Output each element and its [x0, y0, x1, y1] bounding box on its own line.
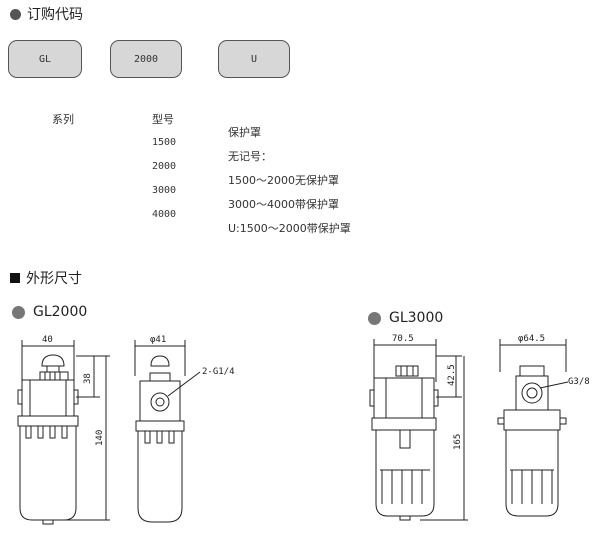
gl3000-name: GL3000 [389, 310, 444, 326]
code-box-series: GL [8, 40, 82, 78]
gl2000-width-label: 40 [42, 335, 53, 345]
square-bullet-icon [10, 273, 20, 283]
bullet-circle-icon [368, 311, 381, 325]
bullet-dot-icon [10, 8, 21, 20]
cover-title: 保护罩 [228, 126, 261, 139]
model-4000: 4000 [152, 209, 177, 220]
note-2: 3000～4000带保护罩 [228, 198, 339, 211]
gl3000-front-view [369, 339, 468, 521]
code-box-cover: U [218, 40, 290, 78]
note-3: U:1500～2000带保护罩 [228, 222, 351, 235]
gl2000-diameter-label: φ41 [150, 335, 166, 345]
gl2000-port-label: 2-G1/4 [202, 367, 235, 377]
note-1: 1500～2000无保护罩 [228, 174, 339, 187]
gl3000-top-height-label: 42.5 [447, 364, 457, 386]
code-box-model: 2000 [110, 40, 182, 78]
dimensions-heading: 外形尺寸 [10, 268, 82, 288]
gl2000-front-view [17, 340, 110, 525]
bullet-circle-icon [12, 305, 25, 319]
gl2000-name: GL2000 [33, 304, 88, 320]
gl3000-side-view [497, 339, 569, 517]
gl3000-diameter-label: φ64.5 [518, 334, 545, 344]
model-label: 型号 [152, 113, 174, 126]
gl3000-total-height-label: 165 [453, 434, 463, 450]
series-label: 系列 [52, 113, 74, 126]
gl2000-top-height-label: 38 [83, 373, 93, 384]
gl2000-heading: GL2000 [12, 304, 87, 320]
gl2000-total-height-label: 140 [95, 430, 105, 446]
model-1500: 1500 [152, 137, 177, 148]
order-code-title: 订购代码 [27, 7, 83, 23]
model-2000: 2000 [152, 161, 177, 172]
gl2000-side-view [134, 340, 201, 523]
gl3000-width-label: 70.5 [392, 334, 414, 344]
no-mark-label: 无记号： [228, 150, 272, 163]
gl3000-heading: GL3000 [368, 310, 443, 326]
dimensions-title: 外形尺寸 [26, 271, 82, 287]
model-3000: 3000 [152, 185, 177, 196]
gl3000-port-label: G3/8 [568, 377, 590, 387]
order-code-heading: 订购代码 [10, 4, 83, 24]
